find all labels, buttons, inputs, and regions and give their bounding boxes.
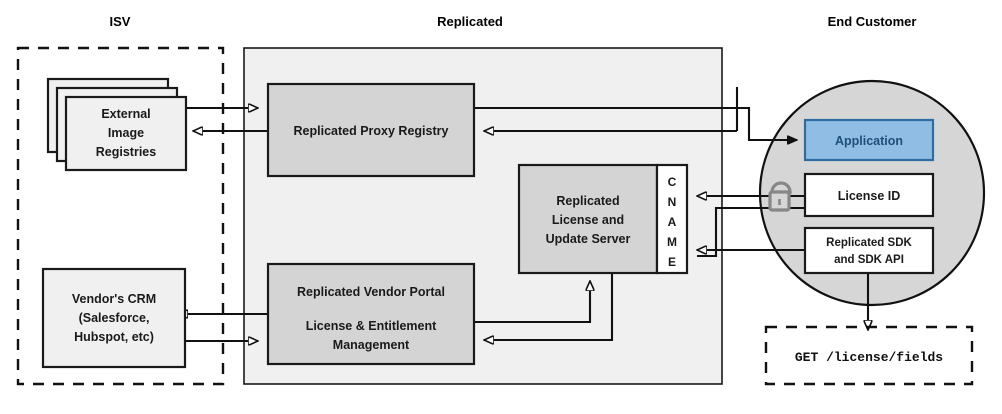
crm-label-line2: (Salesforce,: [79, 311, 150, 325]
node-replicated-sdk[interactable]: Replicated SDK and SDK API: [803, 226, 935, 275]
edge-portal-to-license-server: [474, 281, 590, 324]
vendor-portal-label-line3: Management: [333, 338, 410, 352]
application-label: Application: [835, 134, 903, 148]
cname-letter-4: M: [667, 235, 677, 249]
node-external-image-registries[interactable]: External Image Registries: [46, 77, 188, 172]
vendor-portal-label-line1: Replicated Vendor Portal: [297, 285, 445, 299]
edge-license-server-to-portal: [484, 273, 614, 340]
node-cname-strip[interactable]: C N A M E: [655, 163, 689, 275]
zone-label-isv: ISV: [110, 14, 131, 29]
node-vendor-portal[interactable]: Replicated Vendor Portal License & Entit…: [266, 262, 476, 366]
sdk-label-line1: Replicated SDK: [826, 237, 912, 249]
node-license-id[interactable]: License ID: [803, 172, 935, 218]
cname-letter-3: A: [668, 215, 677, 229]
node-replicated-proxy-registry[interactable]: Replicated Proxy Registry: [266, 82, 476, 178]
cname-letter-1: C: [668, 175, 677, 189]
unlocked-padlock-icon: [768, 181, 792, 212]
vendor-portal-label-line2: License & Entitlement: [306, 319, 437, 333]
crm-label-line3: Hubspot, etc): [74, 330, 154, 344]
license-server-label-line2: License and: [552, 213, 624, 227]
license-server-label-line3: Update Server: [546, 232, 631, 246]
node-vendors-crm[interactable]: Vendor's CRM (Salesforce, Hubspot, etc): [41, 267, 187, 369]
api-call-label: GET /license/fields: [795, 350, 943, 365]
cname-letter-2: N: [668, 195, 677, 209]
zone-label-end-customer: End Customer: [828, 14, 917, 29]
edge-proxy-to-application: [474, 106, 797, 140]
zone-isv-boundary: [16, 46, 225, 386]
node-api-call[interactable]: GET /license/fields: [764, 325, 974, 386]
node-application[interactable]: Application: [803, 118, 935, 162]
registries-label-line3: Registries: [96, 145, 156, 159]
node-license-update-server[interactable]: Replicated License and Update Server: [517, 163, 659, 275]
proxy-registry-label: Replicated Proxy Registry: [294, 124, 449, 138]
license-id-label: License ID: [838, 189, 901, 203]
edge-license-id-lead: [697, 206, 805, 258]
crm-label-line1: Vendor's CRM: [72, 292, 156, 306]
cname-letter-5: E: [668, 255, 676, 269]
registries-label-line2: Image: [108, 126, 144, 140]
zone-label-replicated: Replicated: [437, 14, 503, 29]
registries-label-line1: External: [101, 107, 150, 121]
license-server-label-line1: Replicated: [556, 194, 619, 208]
sdk-label-line2: and SDK API: [834, 254, 904, 266]
